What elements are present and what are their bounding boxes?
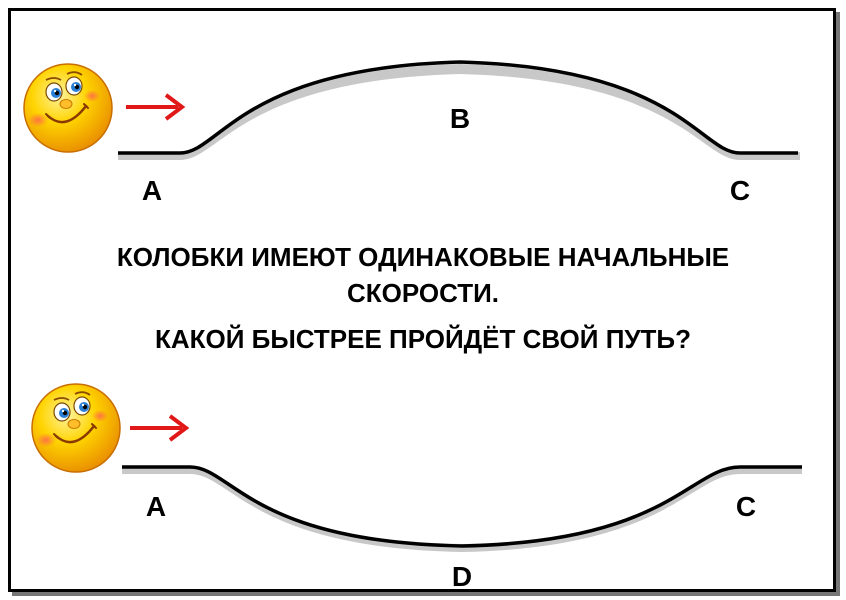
top-track-line: [118, 60, 798, 155]
label-bottom-d: D: [452, 561, 472, 592]
label-bottom-c: C: [736, 491, 756, 522]
top-track-shadow: [118, 64, 800, 160]
kolobok-top: [22, 62, 114, 154]
velocity-arrow-bottom: [128, 414, 188, 442]
label-top-c: C: [730, 175, 750, 206]
label-bottom-a: A: [146, 491, 166, 522]
velocity-arrow-top: [124, 93, 184, 121]
label-top-a: A: [142, 175, 162, 206]
bottom-track: [122, 465, 802, 552]
top-track: [118, 60, 800, 160]
label-top-b: B: [450, 103, 470, 134]
question-line-1: КОЛОБКИ ИМЕЮТ ОДИНАКОВЫЕ НАЧАЛЬНЫЕ: [116, 242, 730, 272]
kolobok-bottom: [30, 382, 122, 474]
bottom-track-line: [122, 465, 802, 548]
question-line-2: СКОРОСТИ.: [346, 278, 499, 308]
question-line-3: КАКОЙ БЫСТРЕЕ ПРОЙДЁТ СВОЙ ПУТЬ?: [154, 324, 692, 354]
